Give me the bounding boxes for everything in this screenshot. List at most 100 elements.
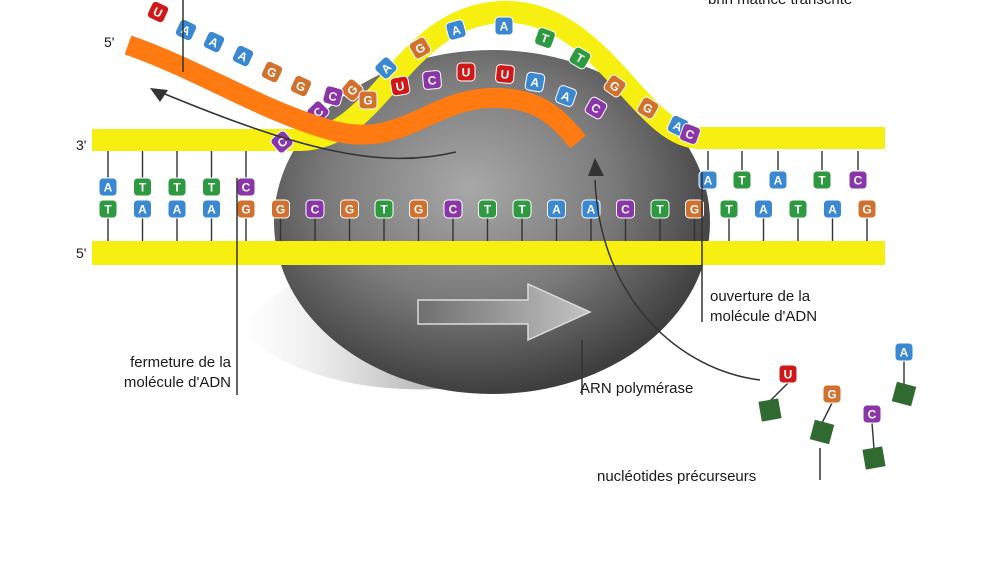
bottom-base-box [271, 199, 290, 219]
top-right-base-letter: A [774, 174, 783, 188]
precursor-base-letter: U [784, 368, 793, 382]
bottom-base-box [547, 199, 566, 219]
bottom-base-box [650, 199, 670, 219]
bubble-base: G [603, 74, 627, 98]
rna-base-box [231, 44, 255, 68]
rna-base: U [495, 64, 515, 84]
top-right-base-letter: T [818, 174, 826, 188]
bottom-base-letter: T [380, 203, 388, 217]
phosphate-square [862, 446, 886, 470]
top-right-base: C [848, 170, 868, 190]
top-right-base: A [768, 170, 788, 190]
bottom-base: T [374, 199, 394, 219]
rna-base-box [495, 64, 515, 84]
bottom-base-box [719, 199, 739, 219]
bottom-base: G [236, 199, 256, 219]
precursor-entry-arrowhead [588, 158, 604, 176]
bottom-base-box [202, 199, 221, 219]
bottom-base-letter: T [518, 203, 526, 217]
precursor-base: C [862, 404, 882, 424]
top-right-base: A [698, 170, 718, 190]
bottom-base: A [754, 199, 773, 219]
bottom-base-box [478, 199, 497, 219]
bubble-base: A [494, 16, 514, 36]
bottom-base: T [650, 199, 670, 219]
top-3-prime-end: 3' [76, 137, 86, 153]
bottom-base-letter: T [656, 203, 664, 217]
rna-base: A [524, 71, 546, 93]
phosphate-square [891, 381, 917, 407]
bottom-base-letter: C [311, 203, 320, 217]
precursor-stem [871, 422, 875, 450]
top-left-base: T [133, 177, 152, 197]
precursor-nucleotide: U [758, 364, 798, 422]
rna-base-box [422, 70, 442, 90]
bottom-base: G [857, 199, 877, 219]
top-left-base-letter: C [242, 181, 251, 195]
precursor-nucleotide: A [891, 342, 917, 407]
bottom-base-letter: T [794, 203, 802, 217]
rna-base: U [146, 0, 170, 24]
precursor-nucleotide: G [809, 384, 842, 445]
top-right-base-box [848, 170, 868, 190]
rna-base-letter: U [395, 79, 406, 94]
bottom-base-box [340, 199, 359, 219]
bottom-base-letter: T [104, 203, 112, 217]
rna-base: G [260, 60, 284, 84]
rna-base: A [555, 85, 577, 107]
rna-base-box [322, 85, 344, 107]
top-right-base-letter: C [854, 174, 863, 188]
top-left-base: T [202, 177, 221, 197]
opening-label-line2: molécule d'ADN [710, 308, 817, 325]
bottom-base-letter: G [862, 203, 871, 217]
top-right-base-box [812, 170, 832, 190]
bottom-base: G [409, 199, 428, 219]
rna-base-box [202, 30, 226, 54]
bottom-base-box [857, 199, 877, 219]
bubble-base: A [374, 56, 398, 80]
bubble-base: T [534, 27, 556, 49]
bottom-base-letter: G [276, 203, 285, 217]
top-right-base: T [732, 170, 752, 190]
bubble-base-letter: A [450, 23, 462, 39]
rna-base-box [146, 0, 170, 24]
bubble-base: T [568, 46, 592, 70]
rna-base-letter: U [462, 66, 471, 80]
phosphate-square [809, 419, 835, 445]
rna-base-letter: A [529, 75, 540, 90]
bottom-base-box [409, 199, 428, 219]
top-left-base-letter: T [208, 181, 216, 195]
bottom-base: T [478, 199, 497, 219]
bottom-base-letter: C [621, 203, 630, 217]
precursor-base: U [778, 364, 798, 384]
rna-base-letter: G [363, 94, 372, 108]
closing-label-line2: molécule d'ADN [124, 374, 231, 391]
precursor-base-box [894, 342, 914, 362]
base-stems [107, 151, 868, 241]
template-strand-label: brin matrice transcrite [708, 0, 852, 8]
rna-base: U [389, 75, 411, 97]
bubble-base: G [636, 96, 660, 120]
closing-label-line1: fermeture de la [130, 354, 232, 371]
rna-base: G [358, 90, 378, 110]
top-right-base-box [698, 170, 718, 190]
bottom-base-letter: A [207, 203, 216, 217]
bottom-base: T [719, 199, 739, 219]
bottom-base-letter: T [484, 203, 492, 217]
direction-arrow [417, 282, 592, 342]
bottom-base-box [167, 199, 187, 219]
bottom-base-letter: G [345, 203, 354, 217]
bubble-base: G [408, 36, 432, 60]
bottom-base: A [167, 199, 187, 219]
bubble-base-box [603, 74, 627, 98]
bubble-base-box [408, 36, 432, 60]
bottom-base-box [616, 199, 635, 219]
top-left-base-box [98, 177, 118, 197]
top-left-base-letter: A [104, 181, 113, 195]
top-right-base-box [768, 170, 788, 190]
bottom-base-letter: G [414, 203, 423, 217]
rna-base: C [422, 70, 442, 90]
top-left-base-box [167, 177, 187, 197]
precursor-base-letter: A [900, 346, 909, 360]
